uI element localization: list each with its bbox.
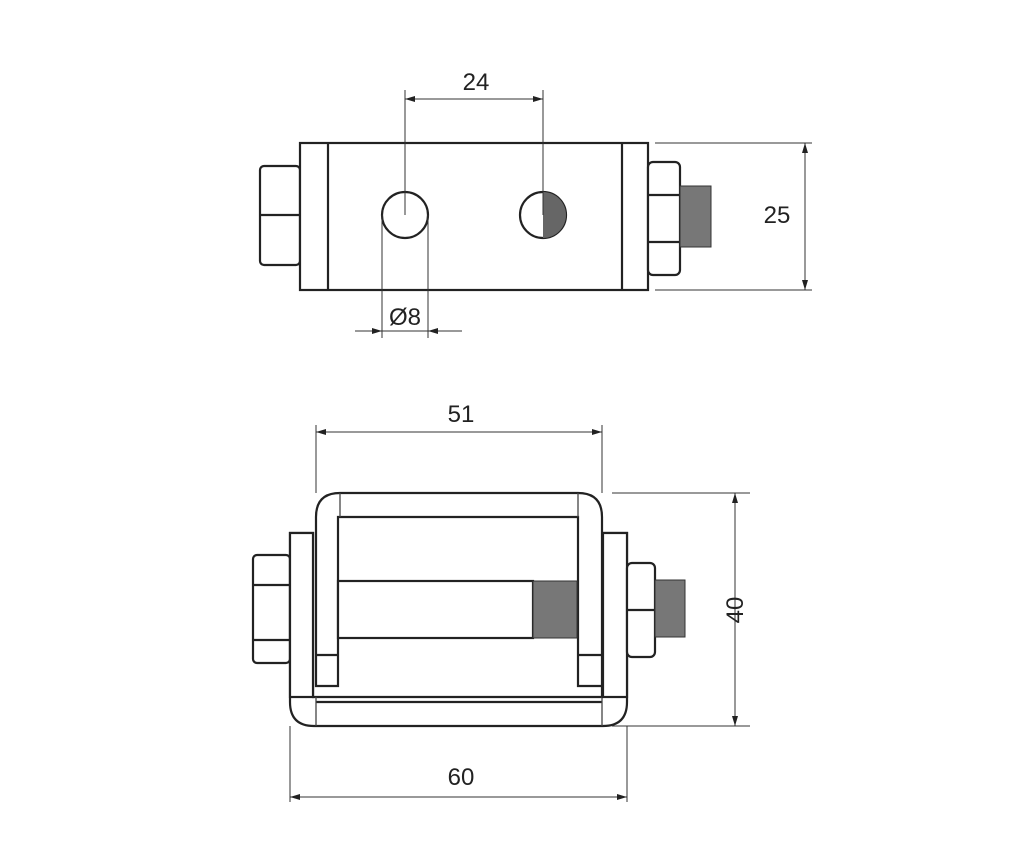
thread-end xyxy=(654,579,686,638)
dimension-label-height: 25 xyxy=(764,202,791,229)
top-channel xyxy=(314,491,604,688)
front-view: 51 40 60 xyxy=(251,401,750,802)
left-bolt-head xyxy=(251,553,292,665)
thread-end xyxy=(679,185,712,248)
dimension-label-overall-width: 60 xyxy=(448,764,475,791)
dimension-label-height: 40 xyxy=(722,597,749,624)
left-bolt-head xyxy=(258,164,302,267)
bolt-shaft xyxy=(336,579,535,640)
right-nut xyxy=(646,160,682,277)
right-washer xyxy=(601,531,629,699)
dimension-label-diameter: Ø8 xyxy=(389,304,421,331)
bolt-thread xyxy=(532,580,578,639)
left-washer xyxy=(288,531,315,699)
hole-shading xyxy=(543,192,566,238)
dimension-label-inner-width: 51 xyxy=(448,401,475,428)
top-view: 24 25 Ø8 xyxy=(258,69,812,338)
dimension-label-hole-spacing: 24 xyxy=(463,69,490,96)
clamp-body xyxy=(298,141,650,292)
right-nut xyxy=(625,561,657,659)
